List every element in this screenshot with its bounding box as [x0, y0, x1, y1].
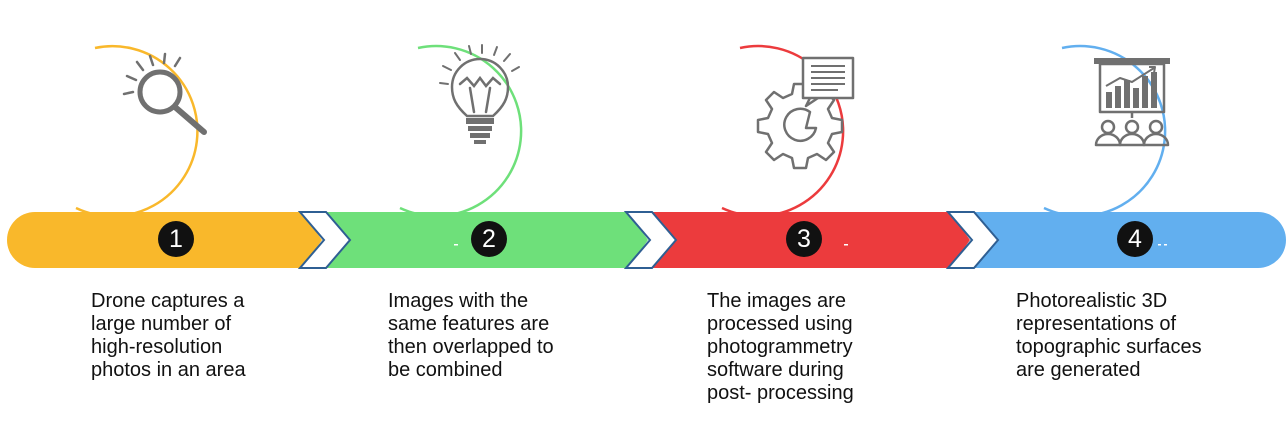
magnifier-icon: [122, 52, 207, 135]
step-number-badge: 1: [158, 221, 194, 257]
step-4-description: Photorealistic 3D representations of top…: [1016, 290, 1202, 381]
step-number-badge: 3: [786, 221, 822, 257]
step-3-description: The images are processed using photogram…: [707, 290, 854, 404]
chevron-right-icon: [297, 211, 352, 269]
chevron-right-icon: [945, 211, 1000, 269]
gear-document-icon: [756, 56, 855, 170]
lightbulb-icon: [439, 44, 520, 144]
step-number-badge: 4: [1117, 221, 1153, 257]
ring-step-1: [75, 44, 199, 218]
step-2-description: Images with the same features are then o…: [388, 290, 554, 381]
presentation-chart-icon: [1094, 58, 1170, 147]
step-1-description: Drone captures a large number of high-re…: [91, 290, 246, 381]
chevron-right-icon: [623, 211, 678, 269]
decorative-marks: [454, 244, 1167, 246]
step-number-badge: 2: [471, 221, 507, 257]
